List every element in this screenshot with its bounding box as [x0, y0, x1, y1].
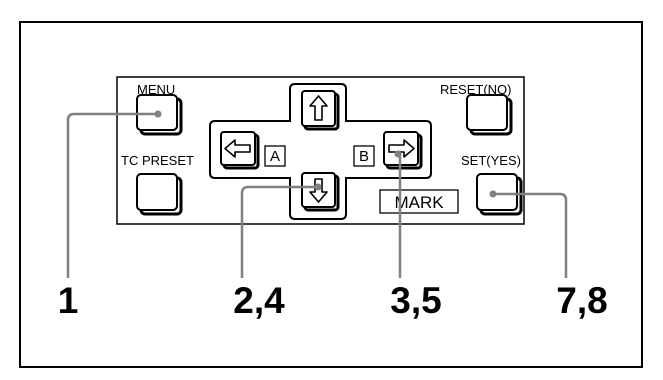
- control-panel: [116, 76, 525, 225]
- leader-2-4: [240, 183, 322, 278]
- callout-2-4: 2,4: [233, 280, 285, 321]
- left-button[interactable]: [220, 131, 260, 170]
- arrow-down-icon: [309, 178, 328, 203]
- svg-text:MARK: MARK: [394, 193, 444, 212]
- callout-1: 1: [58, 280, 79, 321]
- reset-label: RESET(NO): [440, 82, 512, 97]
- set-label: SET(YES): [461, 153, 521, 168]
- leader-1: [66, 110, 162, 278]
- callout-3-5: 3,5: [390, 280, 441, 321]
- svg-text:A: A: [270, 148, 280, 165]
- set-button[interactable]: [476, 173, 523, 216]
- right-button[interactable]: [383, 131, 423, 170]
- menu-label: MENU: [137, 82, 175, 97]
- down-button[interactable]: [301, 172, 340, 212]
- callout-7-8: 7,8: [556, 280, 607, 321]
- reset-button[interactable]: [466, 94, 513, 136]
- label-b: B: [353, 145, 375, 167]
- leader-3-5: [394, 150, 402, 278]
- dpad-outline: [209, 83, 432, 220]
- outer-frame: [19, 21, 643, 368]
- svg-text:B: B: [359, 148, 369, 165]
- leader-7-8: [489, 190, 568, 278]
- tc-preset-button[interactable]: [136, 173, 183, 216]
- up-button[interactable]: [301, 90, 340, 131]
- arrow-up-icon: [309, 95, 328, 121]
- arrow-left-icon: [224, 139, 251, 158]
- label-a: A: [264, 145, 286, 167]
- tc-preset-label: TC PRESET: [121, 153, 194, 168]
- arrow-right-icon: [388, 139, 415, 158]
- mark-label: MARK: [379, 189, 459, 214]
